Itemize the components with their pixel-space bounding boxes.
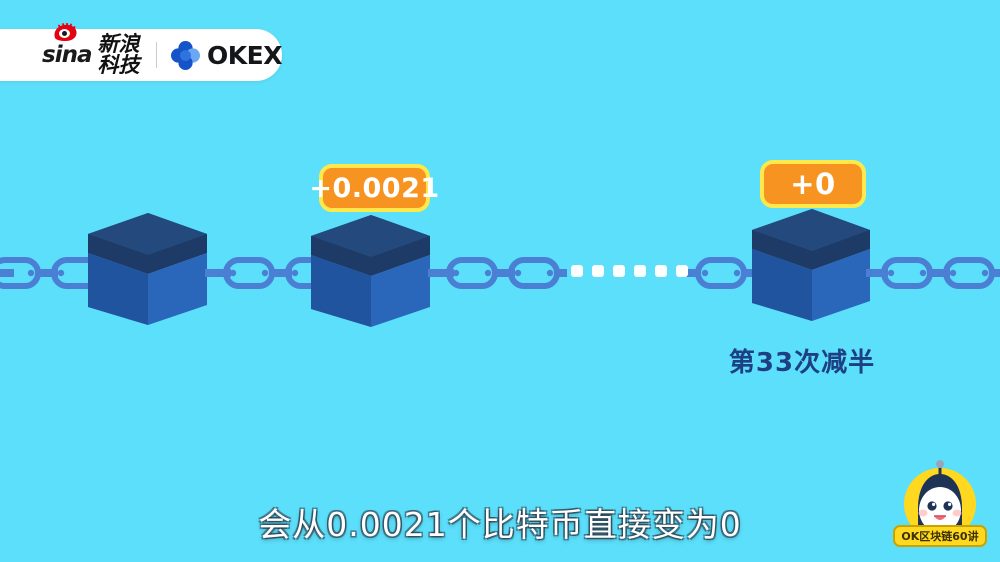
broadcaster-logo-bar: sina 新浪科技 OKEX (0, 23, 282, 81)
block-cube-2 (311, 215, 430, 327)
halving-label: 第33次减半 (728, 348, 876, 378)
sina-logo: sina 新浪科技 (42, 23, 143, 77)
watermark-label: OK区块链60讲 (893, 525, 987, 547)
chain-segment-right (866, 260, 1000, 286)
sina-chinese-name: 新浪科技 (97, 32, 140, 77)
okex-logo: OKEX (170, 40, 282, 71)
chain-segment-2-3 (428, 260, 567, 286)
ellipsis-dot (676, 265, 688, 277)
okex-wordmark: OKEX (207, 40, 282, 70)
reward-badge-second: +0 (760, 160, 866, 208)
subtitle-text: 会从0.0021个比特币直接变为0 (258, 505, 742, 544)
okex-flower-icon (171, 40, 201, 70)
channel-watermark: OK区块链60讲 (888, 458, 992, 558)
mascot-avatar-icon (904, 460, 976, 540)
sina-wordmark: sina (42, 41, 92, 68)
ellipsis-dot (592, 265, 604, 277)
reward-badge-first: +0.0021 (309, 164, 439, 212)
ellipsis-dots (571, 265, 688, 277)
ellipsis-dot (613, 265, 625, 277)
block-cube-1 (88, 213, 207, 325)
ellipsis-dot (634, 265, 646, 277)
logo-separator (156, 42, 158, 68)
sina-eye-icon (54, 23, 77, 41)
ellipsis-dot (571, 265, 583, 277)
block-cube-3 (752, 209, 870, 321)
ellipsis-dot (655, 265, 667, 277)
